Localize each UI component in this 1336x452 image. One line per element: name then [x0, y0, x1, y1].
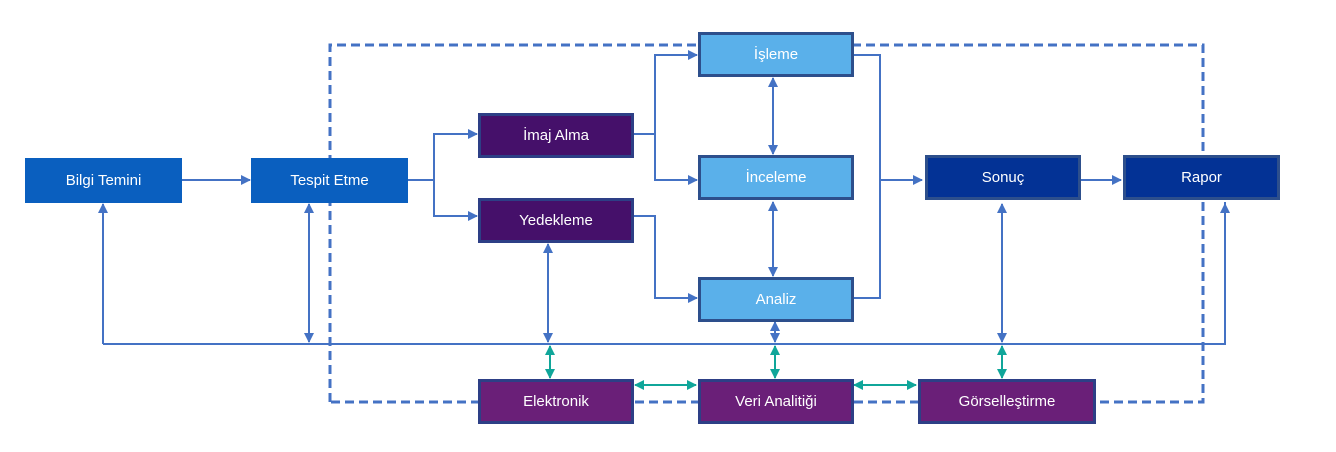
node-veri-analitigi: Veri Analitiği [698, 379, 854, 424]
node-sonuc: Sonuç [925, 155, 1081, 200]
node-gorsellestirme: Görselleştirme [918, 379, 1096, 424]
edge-to-sonuc [852, 54, 922, 299]
node-bilgi-temini: Bilgi Temini [25, 158, 182, 203]
edge-yedek-analiz [633, 215, 698, 303]
node-elektronik: Elektronik [478, 379, 634, 424]
edge-imaj-branch [633, 50, 698, 135]
node-tespit-etme: Tespit Etme [251, 158, 408, 203]
node-inceleme: İnceleme [698, 155, 854, 200]
edge-tespit-branch [407, 133, 477, 216]
node-analiz: Analiz [698, 277, 854, 322]
dashed-loop [328, 43, 1205, 404]
node-isleme: İşleme [698, 32, 854, 77]
node-yedekleme: Yedekleme [478, 198, 634, 243]
node-imaj-alma: İmaj Alma [478, 113, 634, 158]
node-rapor: Rapor [1123, 155, 1280, 200]
bus-line [103, 202, 1226, 345]
